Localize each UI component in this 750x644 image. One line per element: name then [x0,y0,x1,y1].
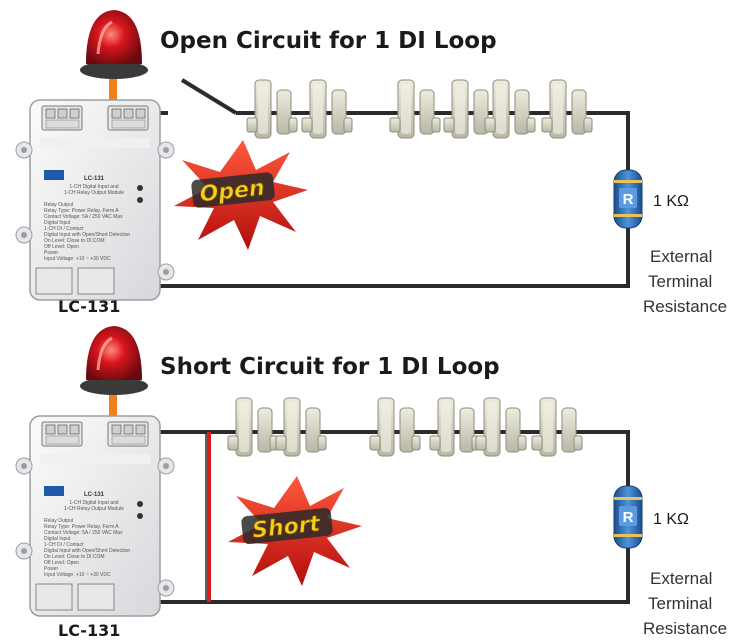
module-subtitle-2: 1-CH Relay Output Module [64,506,124,512]
spec-line: Off Level: Open [44,560,79,566]
short-loop-wires [140,430,630,604]
alarm-beacon-icon [80,10,148,100]
open-burst: Open [174,140,308,250]
spec-line: 1-CH DI / Contact [44,226,84,232]
note-line-1: External [650,247,712,266]
spec-line: Relay Output [44,518,74,524]
spec-line: Power [44,566,59,572]
spec-line: On Level: Close to DI.COM [44,238,105,244]
open-circuit-panel: LC-131 1-CH Digital Input and 1-CH Relay… [16,10,727,316]
spec-line: Relay Type: Power Relay, Form A [44,208,119,214]
spec-line: Relay Output [44,202,74,208]
spec-line: Digital Input [44,220,71,226]
resistor-icon: R [613,485,643,549]
spec-line: Input Voltage: +10 ~ +30 VDC [44,572,111,578]
spec-line: Power [44,250,59,256]
magnetic-contacts-bottom [227,397,583,457]
note-line-3: Resistance [643,619,727,638]
module-subtitle-1: 1-CH Digital Input and [69,184,118,190]
spec-line: Digital Input [44,536,71,542]
note-line-3: Resistance [643,297,727,316]
spec-line: Off Level: Open [44,244,79,250]
module-model-text: LC-131 [84,492,105,498]
resistor-letter: R [623,191,634,208]
panel-title: Open Circuit for 1 DI Loop [160,28,497,54]
lc131-module: LC-131 1-CH Digital Input and 1-CH Relay… [16,416,174,616]
lc131-module: LC-131 1-CH Digital Input and 1-CH Relay… [16,100,174,300]
note-line-2: Terminal [648,272,712,291]
spec-line: Relay Type: Power Relay, Form A [44,524,119,530]
module-subtitle-1: 1-CH Digital Input and [69,500,118,506]
note-line-1: External [650,569,712,588]
magnetic-contacts-top [246,79,593,139]
spec-line: 1-CH DI / Contact [44,542,84,548]
resistor-value: 1 KΩ [653,193,689,210]
spec-line: On Level: Close to DI.COM [44,554,105,560]
short-circuit-panel: LC-131 1-CH Digital Input and 1-CH Relay… [16,326,727,640]
spec-line: Contact Voltage: 5A / 250 VAC Max [44,214,123,220]
note-line-2: Terminal [648,594,712,613]
device-label: LC-131 [58,621,120,640]
module-subtitle-2: 1-CH Relay Output Module [64,190,124,196]
spec-line: Contact Voltage: 5A / 250 VAC Max [44,530,123,536]
alarm-beacon-icon [80,326,148,418]
module-model-text: LC-131 [84,176,105,182]
resistor-value: 1 KΩ [653,511,689,528]
short-burst: Short [228,476,362,586]
resistor-icon: R [613,169,643,229]
device-label: LC-131 [58,297,120,316]
spec-line: Digital Input with Open/Short Detection [44,232,130,238]
spec-line: Digital Input with Open/Short Detection [44,548,130,554]
panel-title: Short Circuit for 1 DI Loop [160,354,500,380]
spec-line: Input Voltage: +10 ~ +30 VDC [44,256,111,262]
resistor-letter: R [623,509,634,526]
